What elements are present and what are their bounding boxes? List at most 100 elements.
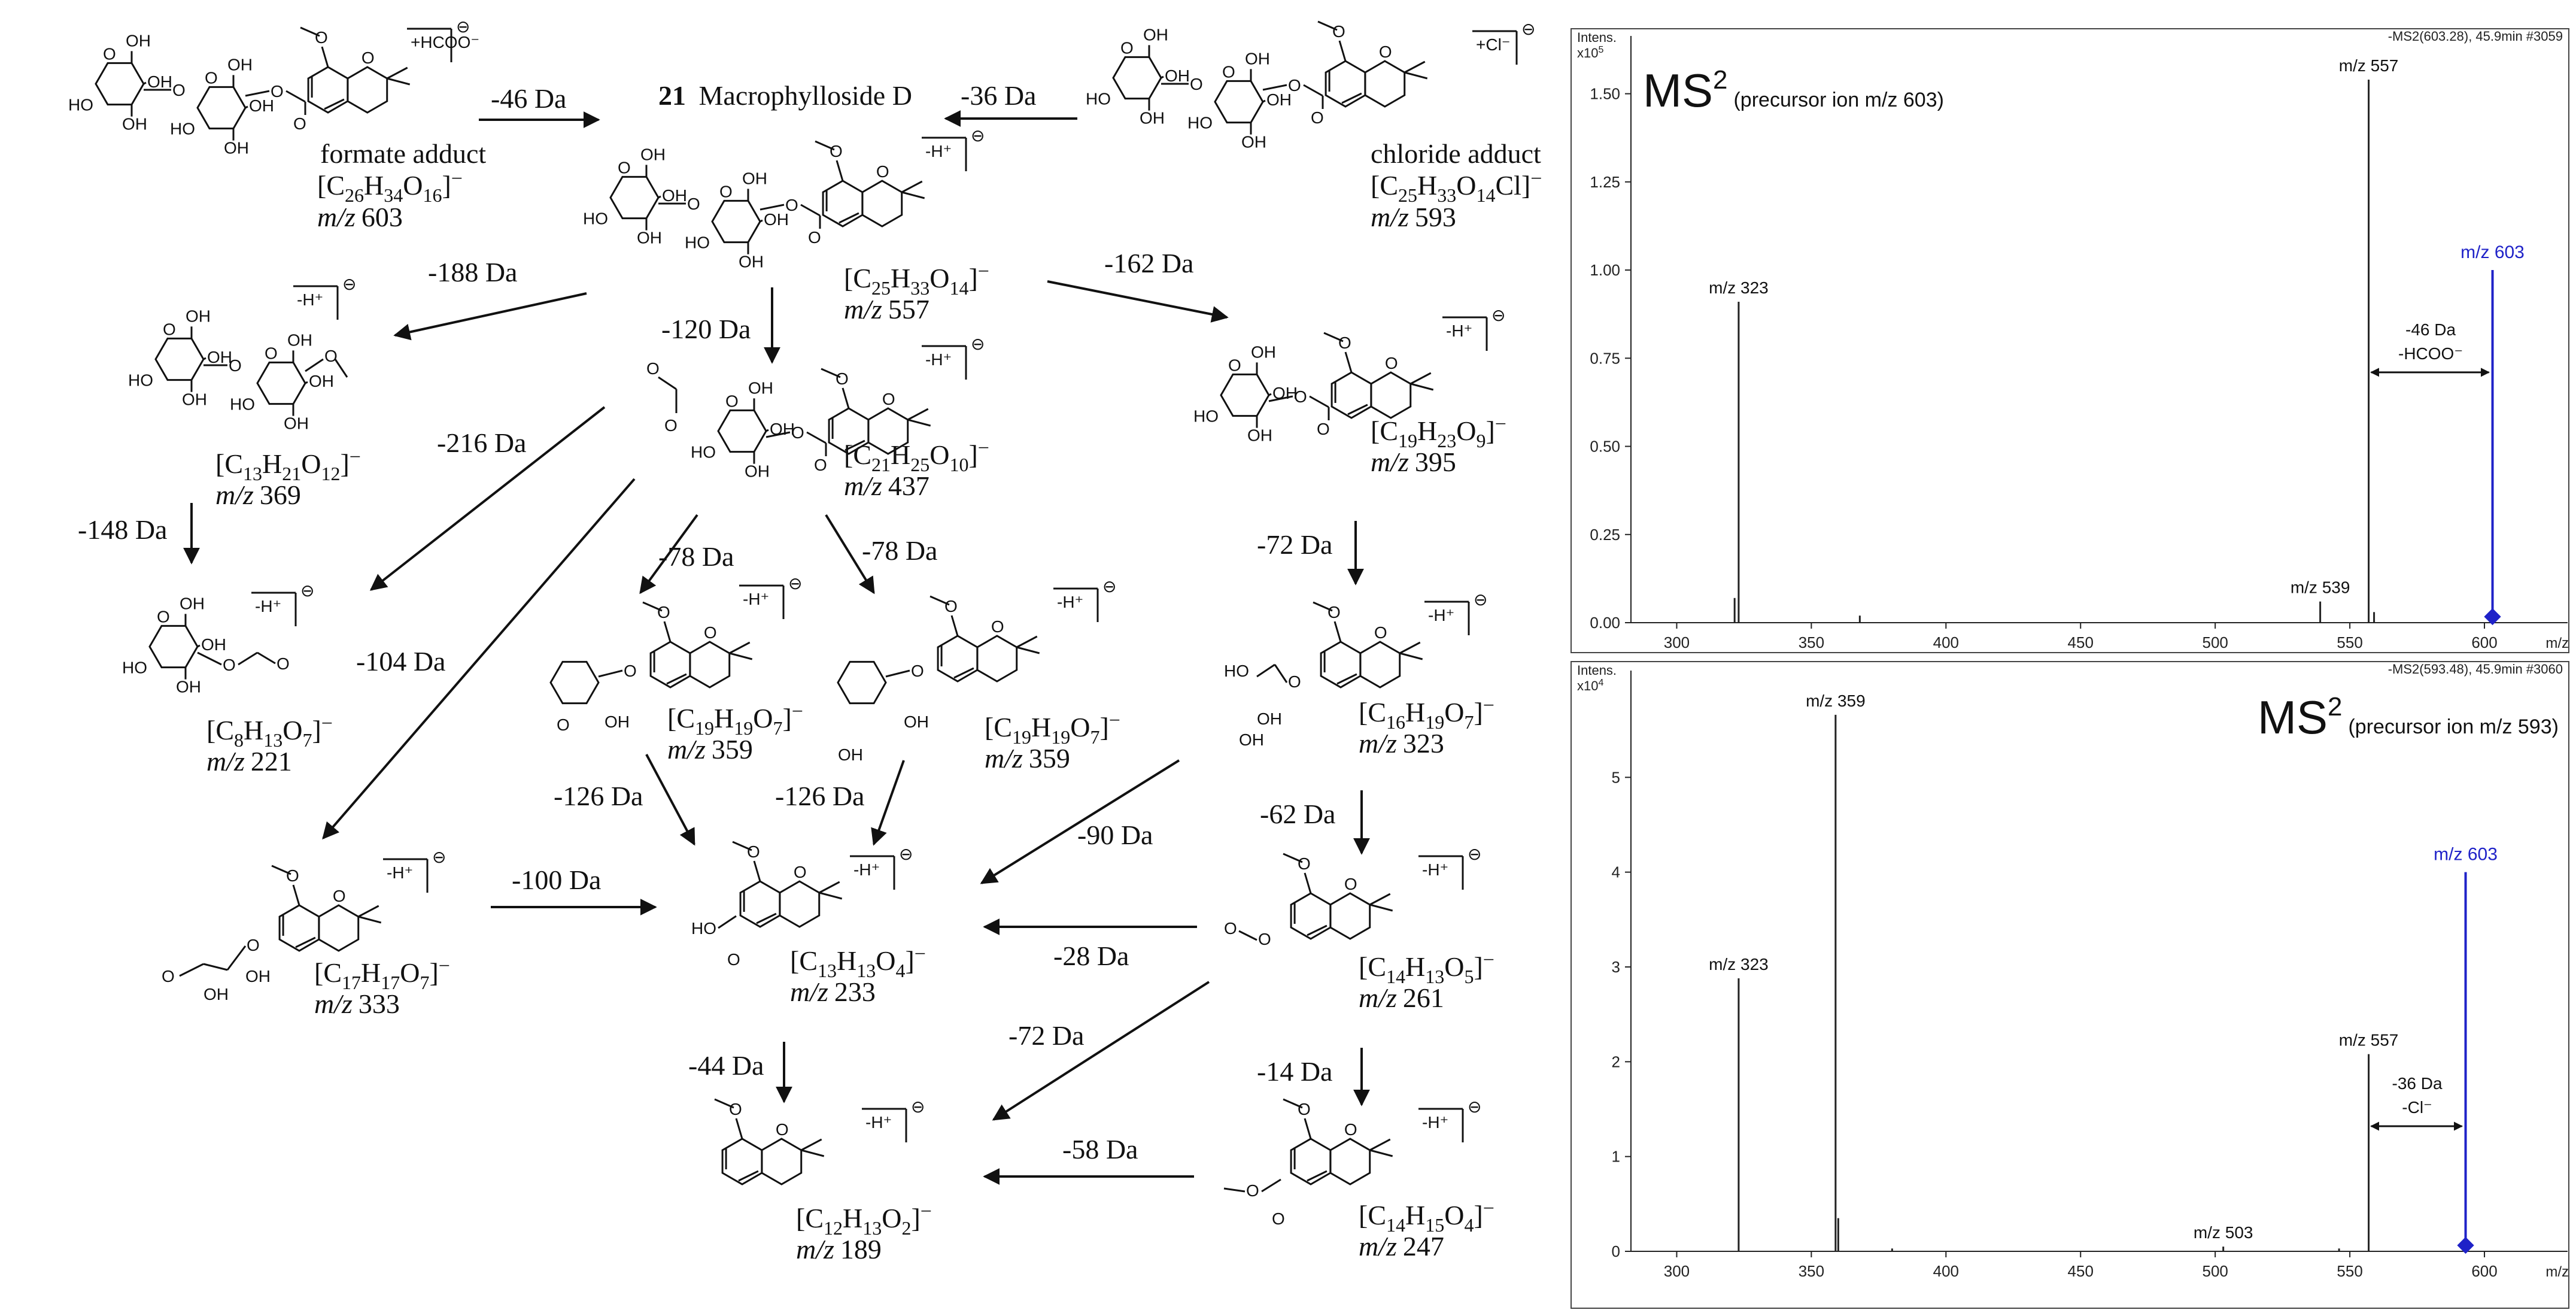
loss-label: -188 Da [428, 257, 517, 287]
ring-bond [318, 904, 360, 952]
ring-bond [148, 624, 199, 669]
arrow-437-to-333 [322, 478, 636, 840]
bond [238, 651, 258, 666]
hydroxyl-label: HO [583, 210, 608, 228]
methoxy-oxygen: O [836, 369, 849, 388]
bond [801, 1149, 825, 1157]
methoxy-oxygen: O [1298, 854, 1311, 873]
bond [387, 66, 408, 80]
bond [143, 81, 147, 85]
bond [839, 212, 859, 224]
ring-oxygen: O [103, 44, 116, 63]
hydroxyl-label: OH [182, 390, 207, 409]
ring-bond [689, 641, 731, 689]
formate-formula: [C26H34O16]− [317, 168, 463, 206]
ring-oxygen: O [794, 863, 807, 881]
formula-n233: [C13H13O4]− [790, 943, 926, 981]
hydroxyl-label: OH [287, 330, 312, 349]
y-tick-label: 0.00 [1590, 614, 1620, 632]
charge-bracket: -H⁺⊖ [1442, 306, 1505, 351]
ring-oxygen: O [882, 390, 895, 408]
bond [1307, 1170, 1328, 1182]
ring-oxygen: O [1344, 875, 1357, 893]
y-tick-label: 1.50 [1590, 85, 1620, 103]
hydroxyl-label: OH [637, 229, 662, 247]
arrow-261-to-189 [992, 981, 1210, 1121]
x-tick-label: 500 [2202, 1262, 2228, 1280]
spectrum-frame [1570, 661, 2569, 1309]
bond [1238, 930, 1257, 941]
methoxy-oxygen: O [1332, 22, 1345, 41]
bond [663, 621, 672, 642]
bond [801, 1138, 822, 1151]
peak-label: m/z 323 [1709, 955, 1769, 974]
ring-bond [761, 1138, 803, 1185]
annotation-loss: -46 Da [2405, 320, 2456, 339]
ring-oxygen: O [618, 158, 631, 177]
loss-label: -58 Da [1062, 1134, 1138, 1165]
y-tick-label: 1.00 [1590, 261, 1620, 279]
bond [285, 90, 306, 103]
ring-bond [154, 337, 205, 381]
ring-bond [278, 904, 320, 952]
bond [836, 160, 844, 181]
ester-oxygen: O [624, 662, 637, 680]
bond [300, 26, 320, 37]
ring-bond [1330, 371, 1372, 419]
bond [1261, 1178, 1281, 1193]
bond [358, 905, 379, 918]
hydroxyl-label: HO [1193, 407, 1219, 426]
bond [821, 368, 841, 378]
ring-oxygen: O [725, 392, 739, 410]
hydroxyl-label: OH [122, 115, 147, 134]
chloride-formula: [C25H33O14Cl]− [1371, 168, 1542, 206]
y-tick-label: 0.25 [1590, 526, 1620, 544]
charge-sign: ⊖ [1491, 306, 1505, 325]
y-tick-label: 1 [1612, 1148, 1620, 1166]
bond [1338, 40, 1347, 62]
x-axis-label: m/z [2545, 1264, 2569, 1280]
hydroxyl-label: OH [739, 253, 764, 271]
bond [1283, 1098, 1303, 1109]
ring-bond [1320, 641, 1362, 689]
bond [271, 865, 291, 875]
formula-n359b: [C19H19O7]− [985, 709, 1120, 748]
ketone-oxygen: O [557, 715, 570, 734]
loss-label: -90 Da [1077, 820, 1153, 850]
arrow-557-to-395 [1047, 280, 1229, 323]
bond [257, 651, 276, 665]
arrow-437-to-221 [369, 406, 606, 591]
ring-oxygen: O [719, 182, 733, 201]
bond [245, 90, 270, 97]
charge-sign: ⊖ [971, 126, 985, 145]
y-axis-label: Intens. [1577, 30, 1617, 45]
x-tick-label: 400 [1933, 1262, 1959, 1280]
bond [806, 431, 827, 444]
ring-bond [649, 641, 691, 689]
bond [1344, 351, 1353, 373]
hydroxyl-label: OH [249, 96, 274, 115]
ring-oxygen: O [991, 617, 1004, 636]
hydroxyl-label: OH [1140, 109, 1165, 128]
x-tick-label: 600 [2471, 633, 2497, 651]
charge-sign: ⊖ [899, 845, 913, 863]
ring-bond [347, 66, 388, 114]
hydroxyl-label: OH [227, 55, 253, 74]
charge-tag: -H⁺ [1422, 1113, 1448, 1132]
ring-oxygen: O [157, 607, 170, 626]
ester-oxygen: O [1288, 76, 1301, 95]
bond [1274, 664, 1288, 683]
loss-label: -44 Da [688, 1050, 764, 1081]
bond [953, 667, 974, 679]
carbonyl-oxygen: O [1317, 420, 1330, 438]
hydroxyl-label: OH [742, 169, 767, 187]
peak-label: m/z 503 [2194, 1223, 2253, 1242]
bond [1369, 1138, 1391, 1151]
charge-bracket: -H⁺⊖ [293, 275, 356, 320]
charge-sign: ⊖ [432, 848, 446, 866]
